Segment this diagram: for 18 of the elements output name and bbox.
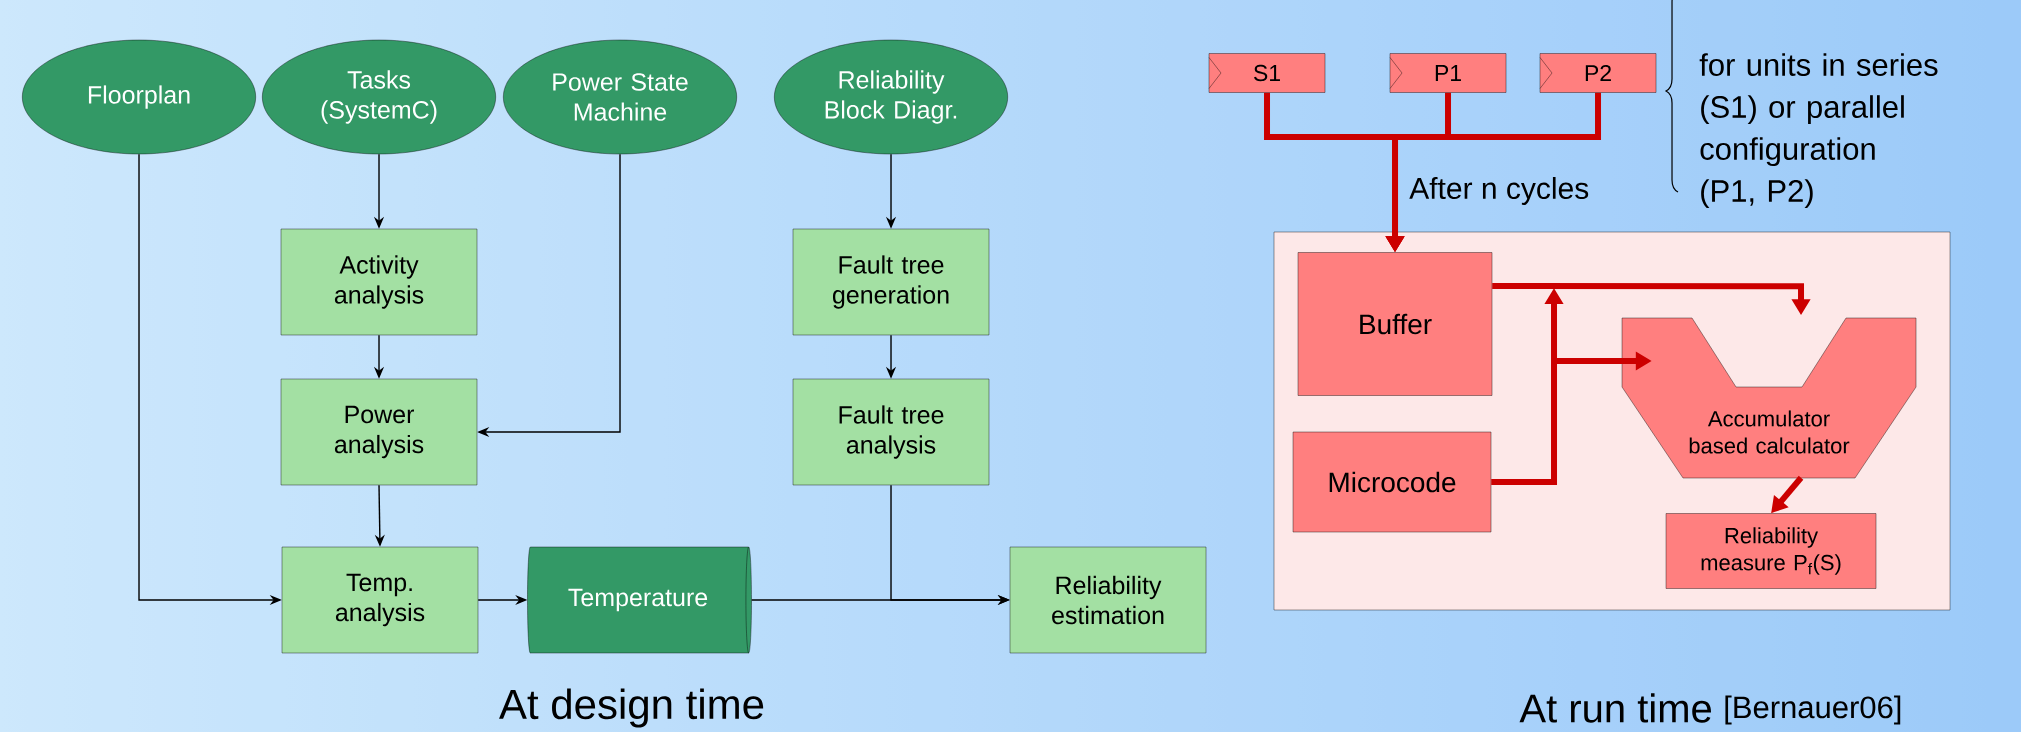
hardware-block: Buffer	[1297, 252, 1493, 396]
edge-label: After n cycles	[1409, 177, 1589, 205]
caption-text: At run time	[1519, 693, 1711, 723]
register-box: P2	[1539, 53, 1657, 93]
data-cylinder: Temperature	[527, 546, 752, 654]
register-box: P1	[1389, 53, 1507, 93]
note-text: for units in series (S1) or parallel configuration (P1, P2)	[1699, 53, 1938, 209]
caption-text: At design time	[499, 688, 764, 728]
register-box: S1	[1208, 53, 1326, 93]
hardware-block: Microcode	[1292, 431, 1492, 533]
hardware-block: Reliability measure P$_{f}$(S)	[1665, 513, 1877, 589]
process-box: Fault tree generation	[792, 228, 990, 336]
process-box: Activity analysis	[280, 228, 478, 336]
process-box: Power analysis	[280, 378, 478, 486]
process-box: Reliability estimation	[1009, 546, 1207, 654]
process-box: Temp. analysis	[281, 546, 479, 654]
citation-text: [Bernauer06]	[1725, 695, 1901, 725]
process-box: Fault tree analysis	[792, 378, 990, 486]
